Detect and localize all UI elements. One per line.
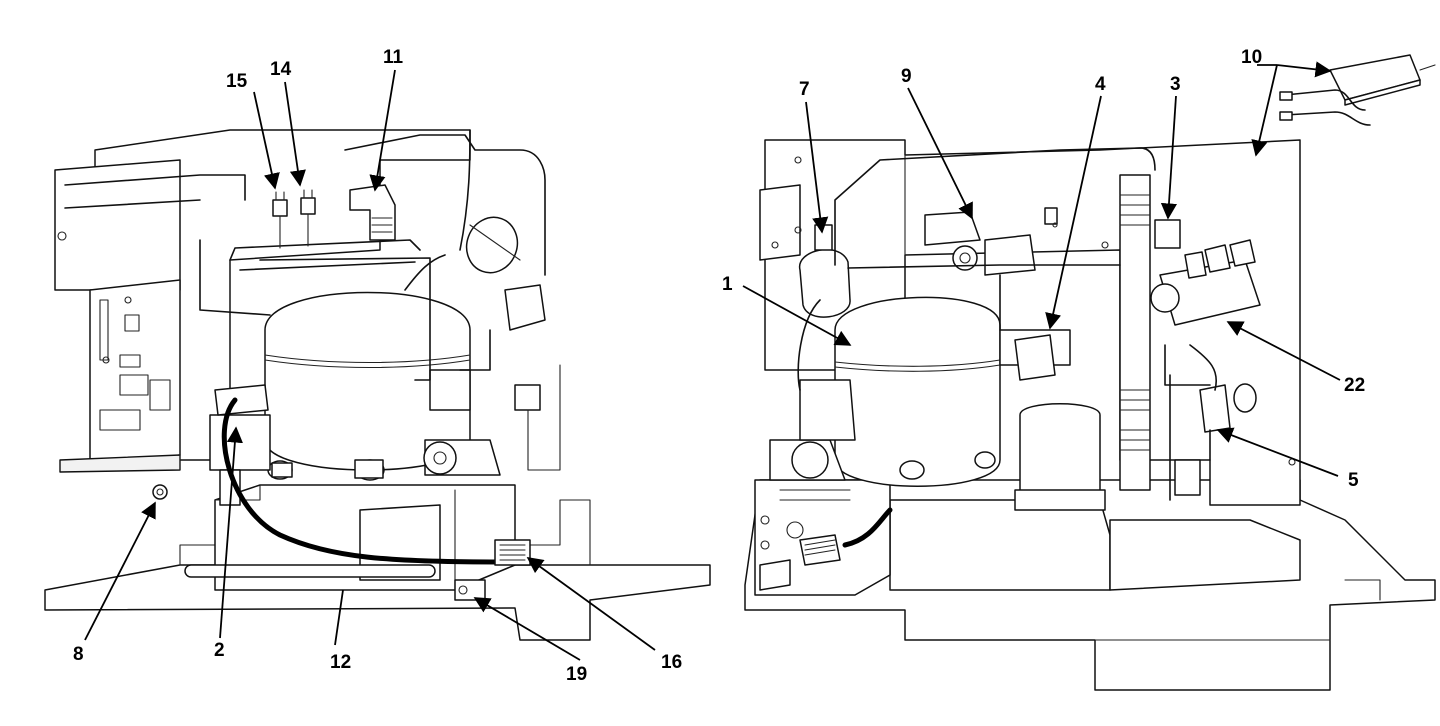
callout-3: 3 — [1170, 74, 1181, 95]
callout-9: 9 — [901, 66, 912, 87]
callout-labels: 15 14 11 8 2 12 19 16 7 9 4 3 10 1 22 5 — [73, 47, 1365, 685]
callout-5: 5 — [1348, 470, 1359, 491]
callout-16: 16 — [661, 652, 682, 673]
callout-10: 10 — [1241, 47, 1262, 68]
leader-lines — [84, 61, 1341, 661]
right-unit-illustration — [744, 54, 1436, 691]
callout-12: 12 — [330, 652, 351, 673]
callout-1: 1 — [722, 274, 733, 295]
callout-8: 8 — [73, 644, 84, 665]
callout-19: 19 — [566, 664, 587, 685]
callout-14: 14 — [270, 59, 292, 80]
callout-2: 2 — [214, 640, 225, 661]
callout-22: 22 — [1344, 375, 1365, 396]
callout-4: 4 — [1095, 74, 1106, 95]
callout-15: 15 — [226, 71, 248, 92]
callout-7: 7 — [799, 79, 810, 100]
left-unit-illustration — [44, 129, 711, 641]
callout-11: 11 — [383, 47, 404, 68]
